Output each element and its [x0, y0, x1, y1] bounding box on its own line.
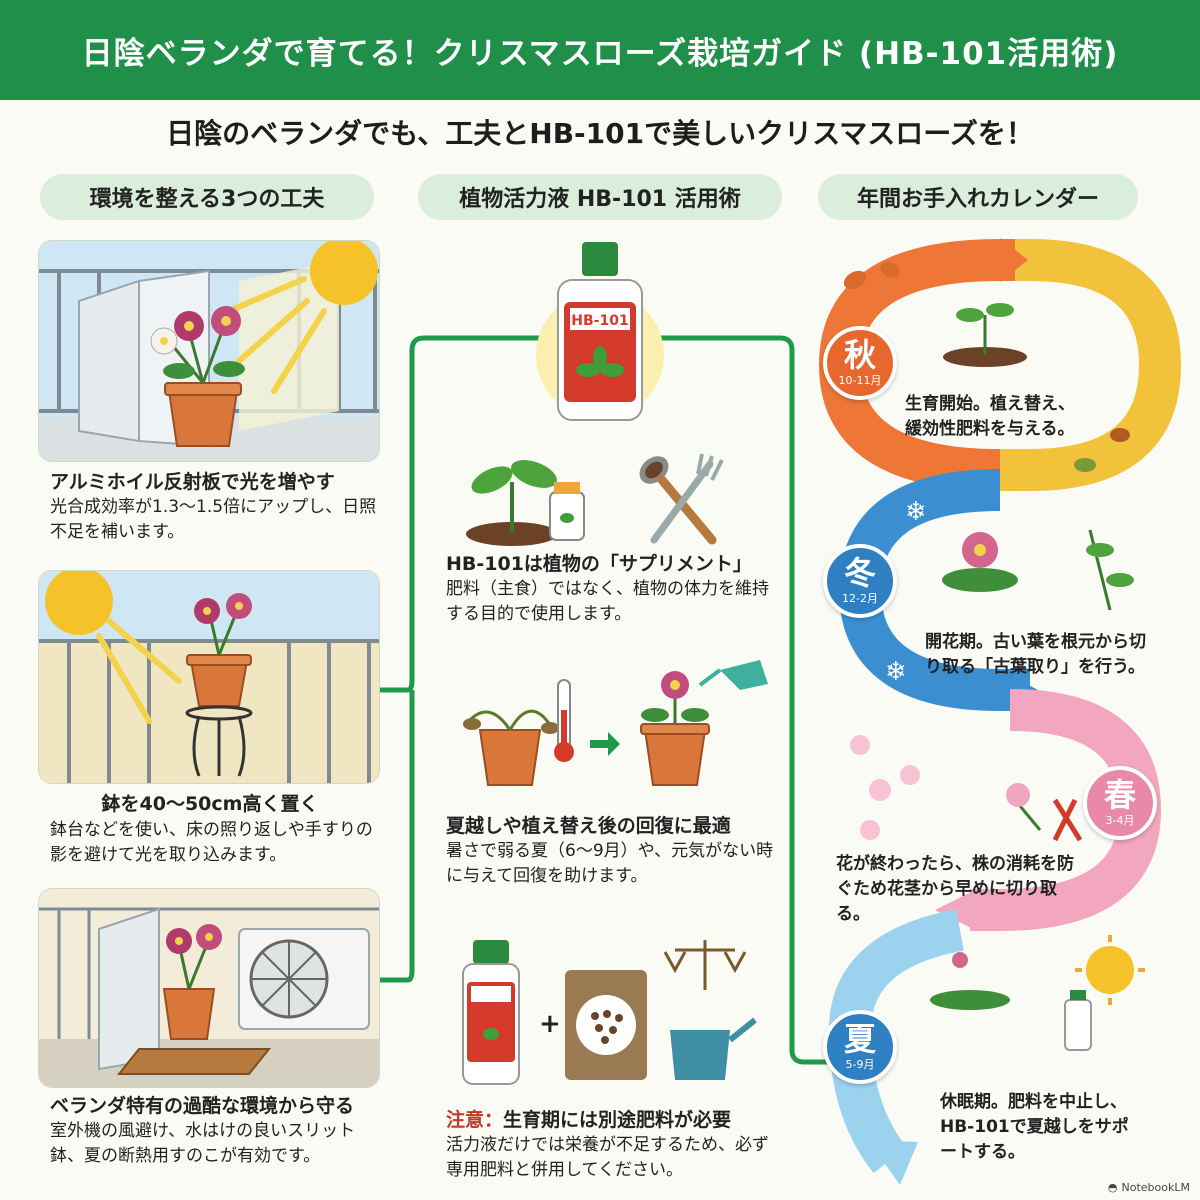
- svg-text:❄: ❄: [905, 497, 927, 527]
- tip-body: 光合成効率が1.3〜1.5倍にアップし、日照不足を補います。: [50, 497, 377, 542]
- tip-heading: ベランダ特有の過酷な環境から守る: [50, 1095, 355, 1117]
- notebooklm-logo-icon: ◓: [1107, 1181, 1118, 1194]
- tip-text-reflector: アルミホイル反射板で光を増やす 光合成効率が1.3〜1.5倍にアップし、日照不足…: [50, 470, 380, 545]
- recovery-icon: [463, 660, 768, 786]
- tip-image-stand: [38, 570, 380, 784]
- hb101-body: 暑さで弱る夏（6〜9月）や、元気がない時に与えて回復を助けます。: [446, 841, 774, 886]
- fork-spoon-icon: [639, 453, 724, 545]
- column-title-environment: 環境を整える3つの工夫: [40, 174, 374, 220]
- column-title-hb101: 植物活力液 HB-101 活用術: [418, 174, 782, 220]
- season-badge-spring: 春 3-4月: [1083, 766, 1157, 840]
- season-badge-winter: 冬 12-2月: [823, 544, 897, 618]
- plus-sign: +: [539, 1009, 561, 1039]
- hb101-heading: 生育期には別途肥料が必要: [503, 1109, 732, 1131]
- hb101-heading: 夏越しや植え替え後の回復に最適: [446, 815, 731, 837]
- supplement-icon: [466, 460, 585, 546]
- hb101-body: 活力液だけでは栄養が不足するため、必ず専用肥料と併用してください。: [446, 1135, 769, 1180]
- tip-text-aircon: ベランダ特有の過酷な環境から守る 室外機の風避け、水はけの良いスリット鉢、夏の断…: [50, 1094, 380, 1169]
- page-title: 日陰ベランダで育てる！クリスマスローズ栽培ガイド (HB-101活用術): [0, 0, 1200, 100]
- tip-body: 室外機の風避け、水はけの良いスリット鉢、夏の断熱用すのこが有効です。: [50, 1121, 356, 1166]
- hb101-text-warning: 注意：生育期には別途肥料が必要 活力液だけでは栄養が不足するため、必ず専用肥料と…: [446, 1108, 776, 1183]
- tip-text-stand: 鉢を40〜50cm高く置く: [40, 792, 380, 817]
- hb101-heading: HB-101は植物の「サプリメント」: [446, 553, 752, 575]
- fertilizer-combo-icon: +: [462, 940, 757, 1085]
- season-text-summer: 休眠期。肥料を中止し、HB-101で夏越しをサポートする。: [940, 1092, 1129, 1162]
- hb101-body: 肥料（主食）ではなく、植物の体力を維持する目的で使用します。: [446, 579, 769, 624]
- svg-text:❄: ❄: [885, 657, 907, 687]
- footer-brand: ◓ NotebookLM: [1107, 1181, 1190, 1194]
- hb101-text-supplement: HB-101は植物の「サプリメント」 肥料（主食）ではなく、植物の体力を維持する…: [446, 552, 776, 627]
- hb101-bottle-icon: HB-101: [536, 242, 664, 421]
- hb101-text-recovery: 夏越しや植え替え後の回復に最適 暑さで弱る夏（6〜9月）や、元気がない時に与えて…: [446, 814, 776, 889]
- season-text-spring: 花が終わったら、株の消耗を防ぐため花茎から早めに切り取る。: [836, 854, 1074, 924]
- season-text-winter: 開花期。古い葉を根元から切り取る「古葉取り」を行う。: [925, 632, 1146, 677]
- tip-heading: アルミホイル反射板で光を増やす: [50, 471, 335, 493]
- season-text-autumn: 生育開始。植え替え、緩効性肥料を与える。: [905, 394, 1075, 439]
- season-badge-summer: 夏 5-9月: [823, 1010, 897, 1084]
- warning-prefix: 注意：: [446, 1109, 504, 1131]
- column-title-calendar: 年間お手入れカレンダー: [818, 174, 1138, 220]
- bottle-label: HB-101: [571, 313, 628, 329]
- page-subtitle: 日陰のベランダでも、工夫とHB-101で美しいクリスマスローズを！: [166, 117, 1034, 150]
- tip-image-aircon: [38, 888, 380, 1088]
- tip-body-stand: 鉢台などを使い、床の照り返しや手すりの影を避けて光を取り込みます。: [50, 820, 373, 865]
- tip-image-reflector: [38, 240, 380, 462]
- tip-heading: 鉢を40〜50cm高く置く: [101, 793, 319, 815]
- season-badge-autumn: 秋 10-11月: [823, 326, 897, 400]
